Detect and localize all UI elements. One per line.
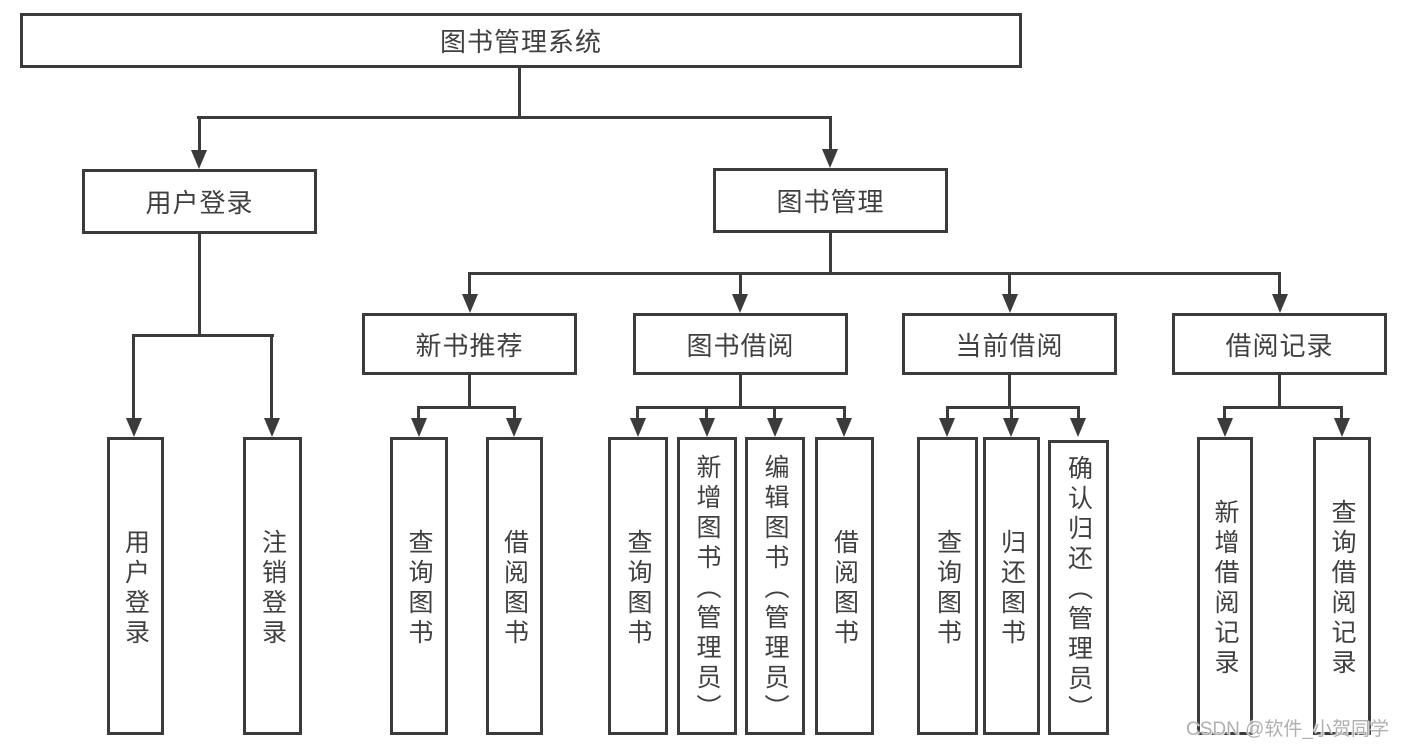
connector-line: [829, 116, 832, 151]
node-label: 查询图书: [624, 528, 652, 649]
node-user-login: 用户登录: [82, 169, 317, 234]
node-current-borrowing: 当前借阅: [902, 313, 1117, 375]
connector-line: [843, 406, 846, 422]
arrowhead-down-icon: [699, 418, 715, 437]
node-borrowing-records: 借阅记录: [1172, 313, 1387, 375]
connector-line: [739, 375, 742, 409]
leaf-borrow-books-recommend: 借阅图书: [486, 437, 543, 735]
connector-line: [468, 272, 1281, 275]
arrowhead-down-icon: [1272, 294, 1288, 313]
connector-line: [468, 272, 471, 297]
node-label: 归还图书: [997, 528, 1026, 649]
connector-line: [705, 406, 708, 422]
node-label: 借阅图书: [830, 528, 859, 649]
connector-line: [636, 406, 846, 409]
node-label: 图书借阅: [686, 330, 795, 361]
connector-line: [739, 272, 742, 297]
arrowhead-down-icon: [1002, 294, 1018, 313]
connector-line: [417, 406, 420, 422]
arrowhead-down-icon: [732, 294, 748, 313]
leaf-query-books-current: 查询图书: [917, 437, 978, 735]
connector-line: [132, 334, 135, 420]
connector-line: [270, 334, 273, 420]
node-label: 用户登录: [145, 188, 254, 218]
node-label: 查询图书: [933, 528, 962, 649]
arrowhead-down-icon: [767, 418, 783, 437]
node-book-borrowing: 图书借阅: [633, 313, 848, 375]
connector-line: [513, 406, 516, 422]
arrowhead-down-icon: [1003, 418, 1019, 437]
arrowhead-down-icon: [939, 418, 955, 437]
connector-line: [518, 67, 521, 118]
node-label: 图书管理: [776, 187, 885, 217]
node-label: 当前借阅: [955, 330, 1064, 361]
connector-line: [1223, 406, 1343, 409]
connector-line: [946, 406, 949, 422]
connector-line: [829, 233, 832, 275]
connector-line: [1008, 375, 1011, 409]
connector-line: [1223, 406, 1226, 422]
node-label: 注销登录: [258, 528, 287, 649]
node-label: 查询图书: [405, 528, 433, 649]
arrowhead-down-icon: [462, 294, 478, 313]
connector-line: [636, 406, 639, 422]
node-label: 借阅记录: [1225, 330, 1334, 361]
connector-line: [1278, 272, 1281, 297]
leaf-edit-books-admin: 编辑图书（管理员）: [745, 437, 805, 735]
arrowhead-down-icon: [836, 418, 852, 437]
connector-line: [197, 116, 832, 119]
node-label: 查询借阅记录: [1328, 498, 1356, 679]
arrowhead-down-icon: [411, 418, 427, 437]
node-label: 新书推荐: [415, 330, 524, 361]
connector-line: [1008, 272, 1011, 297]
arrowhead-down-icon: [506, 418, 522, 437]
node-label: 编辑图书（管理员）: [761, 453, 789, 724]
arrowhead-down-icon: [264, 418, 280, 437]
leaf-borrow-books: 借阅图书: [815, 437, 874, 735]
connector-line: [1340, 406, 1343, 422]
leaf-user-login: 用户登录: [107, 437, 164, 735]
connector-line: [198, 233, 201, 336]
node-new-book-recommendation: 新书推荐: [362, 313, 577, 375]
arrowhead-down-icon: [822, 149, 838, 168]
node-book-management: 图书管理: [713, 168, 948, 233]
node-label: 新增图书（管理员）: [693, 453, 721, 724]
leaf-logout: 注销登录: [243, 437, 302, 735]
connector-line: [1077, 406, 1080, 422]
node-library-management-system: 图书管理系统: [20, 13, 1022, 68]
leaf-confirm-return-admin: 确认归还（管理员）: [1048, 440, 1109, 735]
node-label: 用户登录: [121, 528, 150, 649]
connector-line: [468, 375, 471, 409]
leaf-add-books-admin: 新增图书（管理员）: [677, 437, 737, 735]
arrowhead-down-icon: [126, 418, 142, 437]
arrowhead-down-icon: [1334, 418, 1350, 437]
leaf-query-borrow-record: 查询借阅记录: [1313, 437, 1371, 735]
connector-line: [1278, 375, 1281, 409]
connector-line: [1010, 406, 1013, 422]
leaf-query-books-recommend: 查询图书: [390, 437, 448, 735]
node-label: 确认归还（管理员）: [1064, 455, 1093, 725]
node-label: 借阅图书: [500, 528, 529, 649]
arrowhead-down-icon: [191, 150, 207, 169]
arrowhead-down-icon: [630, 418, 646, 437]
arrowhead-down-icon: [1070, 418, 1086, 437]
leaf-return-books: 归还图书: [983, 437, 1040, 735]
node-label: 新增借阅记录: [1211, 498, 1239, 679]
csdn-watermark: CSDN @软件_小贺同学: [1186, 719, 1389, 740]
connector-line: [132, 334, 274, 337]
leaf-query-books-borrowing: 查询图书: [608, 437, 668, 735]
connector-line: [198, 116, 201, 152]
connector-line: [946, 406, 1080, 409]
connector-line: [773, 406, 776, 422]
node-label: 图书管理系统: [439, 27, 602, 57]
leaf-add-borrow-record: 新增借阅记录: [1197, 437, 1253, 735]
connector-line: [418, 406, 516, 409]
arrowhead-down-icon: [1217, 418, 1233, 437]
